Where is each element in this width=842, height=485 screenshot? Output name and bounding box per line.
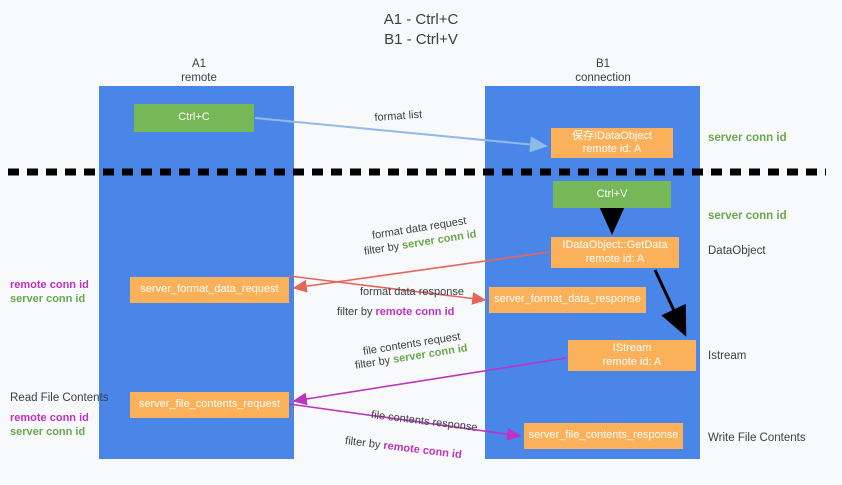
node-server-file-contents-response-label: server_file_contents_response: [528, 429, 679, 442]
node-istream-label: IStream: [612, 342, 652, 354]
annotation-remote-conn-id: remote conn id: [10, 412, 89, 424]
node-server-format-data-request-label: server_format_data_request: [140, 283, 279, 296]
node-ctrl-c[interactable]: Ctrl+C: [134, 104, 254, 132]
column-b1-role: connection: [575, 72, 631, 84]
annotation-server-conn-id: server conn id: [10, 426, 86, 438]
edge-label-format-list: format list: [374, 108, 423, 125]
annotation-conn-id-pair-file: remote conn id server conn id: [10, 411, 89, 439]
node-server-file-contents-request-label: server_file_contents_request: [138, 398, 281, 411]
node-getdata-sub: remote id: A: [585, 252, 645, 265]
filter-prefix: filter by: [337, 306, 376, 318]
filter-prefix: filter by: [354, 353, 395, 372]
node-getdata-label: IDataObject::GetData: [562, 239, 668, 251]
annotation-dataobject: DataObject: [708, 245, 766, 257]
node-ctrl-v-label: Ctrl+V: [596, 187, 628, 200]
column-a1-role: remote: [181, 72, 217, 84]
column-header-b1: B1 connection: [538, 57, 668, 85]
annotation-conn-id-pair-format: remote conn id server conn id: [10, 278, 89, 306]
node-server-format-data-response[interactable]: server_format_data_response: [489, 287, 646, 313]
annotation-istream: Istream: [708, 350, 747, 362]
edge-label-file-contents-response-text: file contents response: [370, 408, 479, 434]
column-a1-name: A1: [191, 58, 207, 70]
node-save-idataobject-label: 保存IDataObject: [571, 129, 653, 142]
annotation-server-conn-id-mid: server conn id: [708, 210, 787, 222]
annotation-server-conn-id: server conn id: [10, 293, 86, 305]
column-header-a1: A1 remote: [134, 57, 264, 85]
filter-target-remote-conn-id: remote conn id: [375, 306, 455, 318]
edge-label-format-list-text: format list: [374, 108, 423, 124]
node-server-format-data-response-label: server_format_data_response: [494, 293, 641, 306]
edge-label-file-contents-response: file contents response: [370, 408, 478, 435]
node-server-file-contents-request[interactable]: server_file_contents_request: [130, 392, 289, 418]
annotation-server-conn-id-top: server conn id: [708, 132, 787, 144]
annotation-remote-conn-id: remote conn id: [10, 279, 89, 291]
title-line-1: A1 - Ctrl+C: [383, 11, 459, 28]
node-save-idataobject-sub: remote id: A: [582, 143, 642, 155]
edge-filter-format-data-response: filter by remote conn id: [337, 305, 454, 319]
node-server-format-data-request[interactable]: server_format_data_request: [130, 277, 289, 303]
node-server-file-contents-response[interactable]: server_file_contents_response: [524, 423, 683, 449]
node-save-idataobject[interactable]: 保存IDataObject remote id: A: [551, 128, 673, 158]
edge-label-format-data-response: format data response: [360, 285, 464, 299]
filter-prefix: filter by: [363, 239, 404, 258]
column-b1-name: B1: [595, 58, 611, 70]
annotation-read-file-contents: Read File Contents: [10, 392, 109, 404]
node-idataobject-getdata[interactable]: IDataObject::GetData remote id: A: [551, 237, 679, 268]
annotation-write-file-contents: Write File Contents: [708, 432, 806, 444]
page-title: A1 - Ctrl+C B1 - Ctrl+V: [0, 10, 842, 50]
filter-prefix: filter by: [344, 434, 385, 452]
edge-label-format-data-response-text: format data response: [360, 286, 464, 298]
edge-filter-file-contents-response: filter by remote conn id: [344, 434, 462, 462]
filter-target-remote-conn-id: remote conn id: [382, 439, 463, 462]
title-line-2: B1 - Ctrl+V: [384, 31, 458, 48]
node-istream[interactable]: IStream remote id: A: [568, 340, 696, 371]
node-ctrl-v[interactable]: Ctrl+V: [553, 181, 671, 208]
node-ctrl-c-label: Ctrl+C: [178, 111, 210, 124]
node-istream-sub: remote id: A: [602, 355, 662, 368]
